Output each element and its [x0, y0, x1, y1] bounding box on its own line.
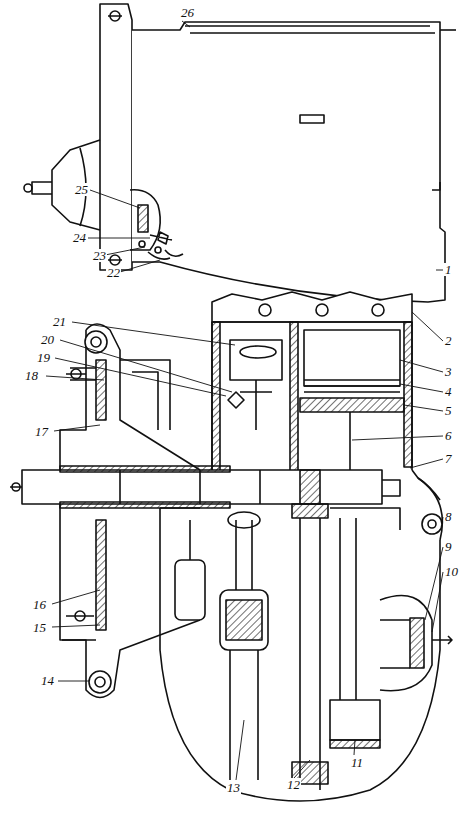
callout-number: 8 [444, 510, 453, 523]
callout-number: 13 [226, 781, 241, 794]
callout-number: 19 [36, 351, 51, 364]
callout-number: 12 [286, 778, 301, 791]
callout-number: 10 [444, 565, 459, 578]
callout-number: 9 [444, 540, 453, 553]
callout-number: 16 [32, 598, 47, 611]
leader-lines [46, 21, 443, 780]
callout-number: 3 [444, 365, 453, 378]
callout-number: 18 [24, 369, 39, 382]
callout-number: 11 [350, 756, 364, 769]
callout-number: 24 [72, 231, 87, 244]
callout-number: 22 [106, 266, 121, 279]
callout-number: 2 [444, 334, 453, 347]
callout-number: 25 [74, 183, 89, 196]
callout-number: 20 [40, 333, 55, 346]
callout-number: 15 [32, 621, 47, 634]
callout-number: 5 [444, 404, 453, 417]
callout-number: 17 [34, 425, 49, 438]
callout-number: 26 [180, 6, 195, 19]
callout-number: 4 [444, 385, 453, 398]
callout-number: 21 [52, 315, 67, 328]
callout-number: 6 [444, 429, 453, 442]
callout-number: 7 [444, 452, 453, 465]
callout-number: 14 [40, 674, 55, 687]
callout-number: 23 [92, 249, 107, 262]
callout-number: 1 [444, 263, 453, 276]
